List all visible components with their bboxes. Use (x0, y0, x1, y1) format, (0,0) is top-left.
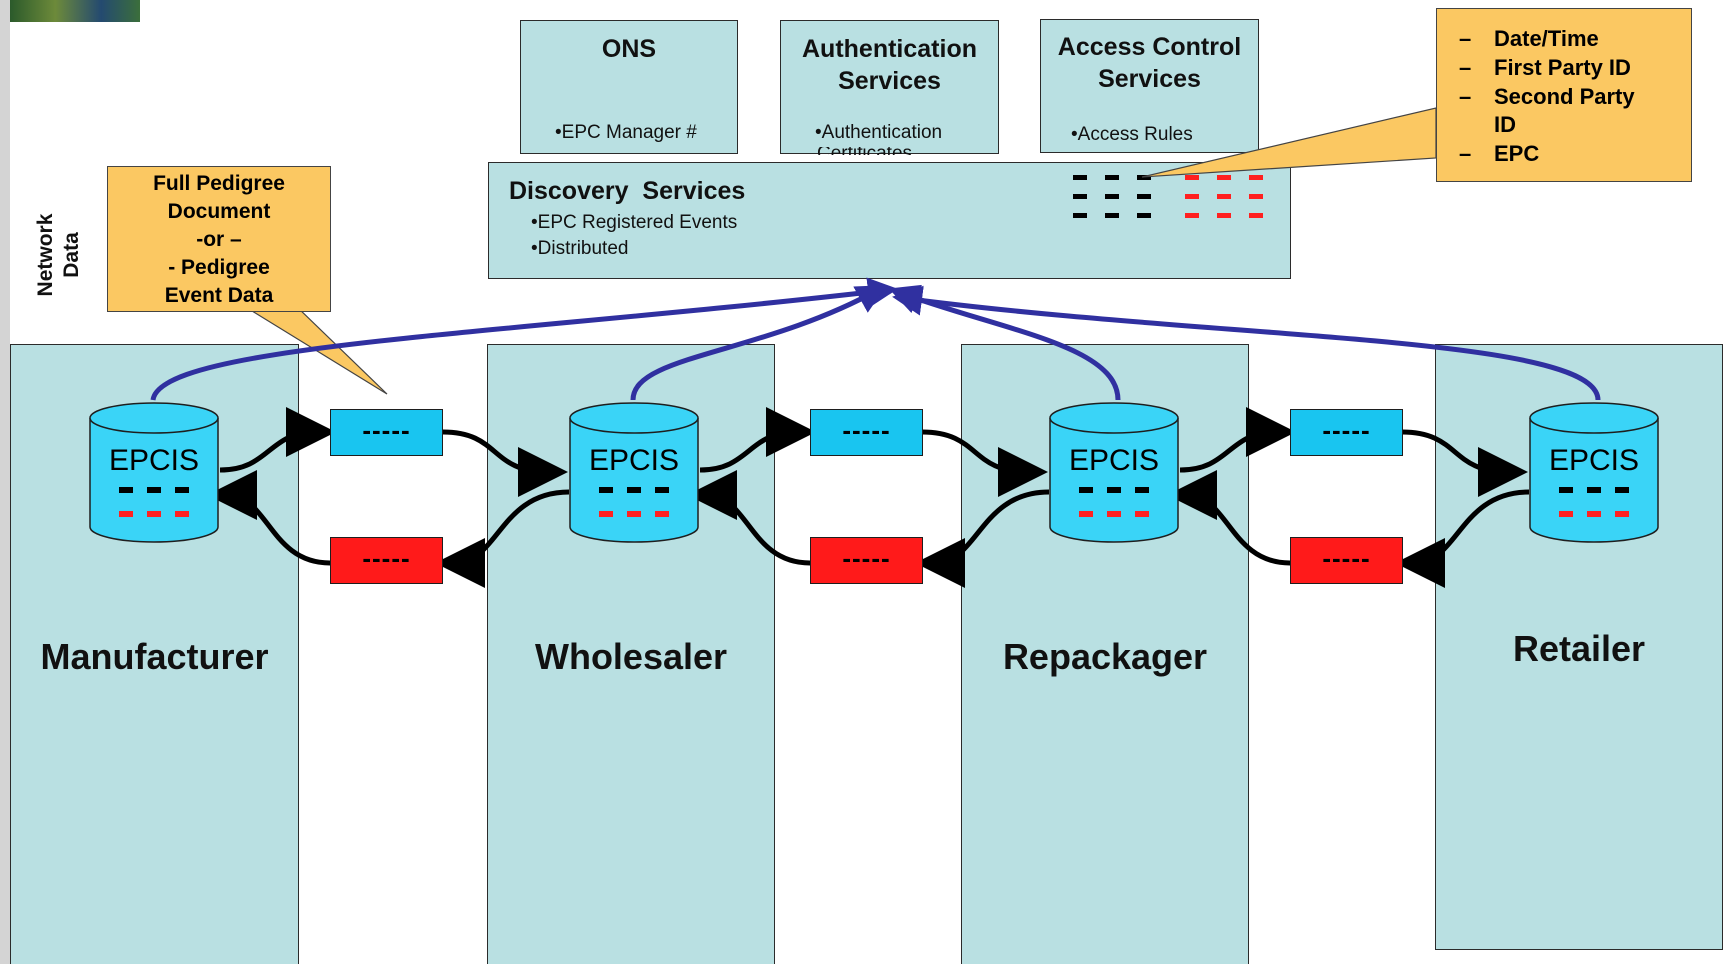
manufacturer-red-dashes (90, 511, 218, 517)
callout-item-id: ID (1494, 112, 1516, 137)
callout-item-epc: EPC (1494, 141, 1540, 166)
callout-item-date-time: Date/Time (1494, 26, 1599, 51)
discovery-bullet-1: •EPC Registered Events (531, 212, 738, 233)
repackager-epcis-label: EPCIS (1068, 444, 1160, 477)
wholesaler-red-dashes (570, 511, 698, 517)
corner-thumbnail-image (10, 0, 140, 22)
message-box-forward-3: ----- (1290, 409, 1403, 456)
ons-bullet: •EPC Manager # (555, 122, 697, 143)
pedigree-line-4: - Pedigree (168, 256, 270, 279)
retailer-epcis-label: EPCIS (1548, 444, 1640, 477)
message-box-forward-2: ----- (810, 409, 923, 456)
retailer-label: Retailer (1512, 628, 1646, 669)
repackager-label: Repackager (1002, 636, 1208, 677)
network-label-line-1: Network (34, 213, 57, 297)
callout-dash-4: – (1459, 141, 1472, 166)
discovery-title: Discovery Services (509, 177, 746, 205)
authentication-service-box: Authentication Services •Authentication … (780, 20, 999, 155)
wholesaler-epcis-label: EPCIS (588, 444, 680, 477)
manufacturer-black-dashes (90, 487, 218, 493)
message-box-return-1: ----- (330, 537, 443, 584)
callout-dash-2: – (1459, 55, 1472, 80)
auth-bullet-line-2: Certificates (817, 147, 912, 155)
message-box-return-2: ----- (810, 537, 923, 584)
callout-item-second-party: Second Party (1494, 84, 1635, 109)
repackager-black-dashes (1050, 487, 1178, 493)
access-control-service-box: Access Control Services •Access Rules (1040, 19, 1259, 153)
discovery-red-dash-grid (1185, 175, 1263, 218)
discovery-services-box: Discovery Services •EPC Registered Event… (488, 162, 1291, 279)
manufacturer-label: Manufacturer (40, 636, 269, 677)
manufacturer-epcis-label: EPCIS (108, 444, 200, 477)
callout-item-first-party-id: First Party ID (1494, 55, 1631, 80)
retailer-black-dashes (1530, 487, 1658, 493)
wholesaler-black-dashes (570, 487, 698, 493)
pedigree-callout: Full Pedigree Document -or – - Pedigree … (107, 166, 331, 312)
retailer-red-dashes (1530, 511, 1658, 517)
message-box-return-3: ----- (1290, 537, 1403, 584)
auth-title-line-1: Authentication (802, 35, 977, 63)
pedigree-line-1: Full Pedigree (153, 172, 285, 195)
message-box-forward-1: ----- (330, 409, 443, 456)
access-title-line-2: Services (1098, 65, 1201, 93)
network-label-line-2: Data (60, 232, 83, 278)
pedigree-line-5: Event Data (164, 284, 274, 307)
network-data-label: Network Data (33, 200, 93, 310)
repackager-red-dashes (1050, 511, 1178, 517)
event-fields-callout: – Date/Time – First Party ID – Second Pa… (1436, 8, 1692, 182)
ons-title: ONS (601, 35, 657, 63)
discovery-bullet-2: •Distributed (531, 238, 629, 259)
auth-bullet-line-1: •Authentication (815, 122, 943, 143)
pedigree-line-3: -or – (196, 228, 242, 251)
pedigree-line-2: Document (167, 200, 271, 223)
left-edge-strip (0, 0, 10, 964)
auth-title-line-2: Services (838, 67, 941, 95)
wholesaler-label: Wholesaler (534, 636, 728, 677)
ons-service-box: ONS •EPC Manager # (520, 20, 738, 154)
access-bullet: •Access Rules (1071, 124, 1193, 145)
callout-dash-1: – (1459, 26, 1472, 51)
callout-dash-3: – (1459, 84, 1472, 109)
access-title-line-1: Access Control (1057, 33, 1242, 61)
discovery-black-dash-grid (1073, 175, 1151, 218)
